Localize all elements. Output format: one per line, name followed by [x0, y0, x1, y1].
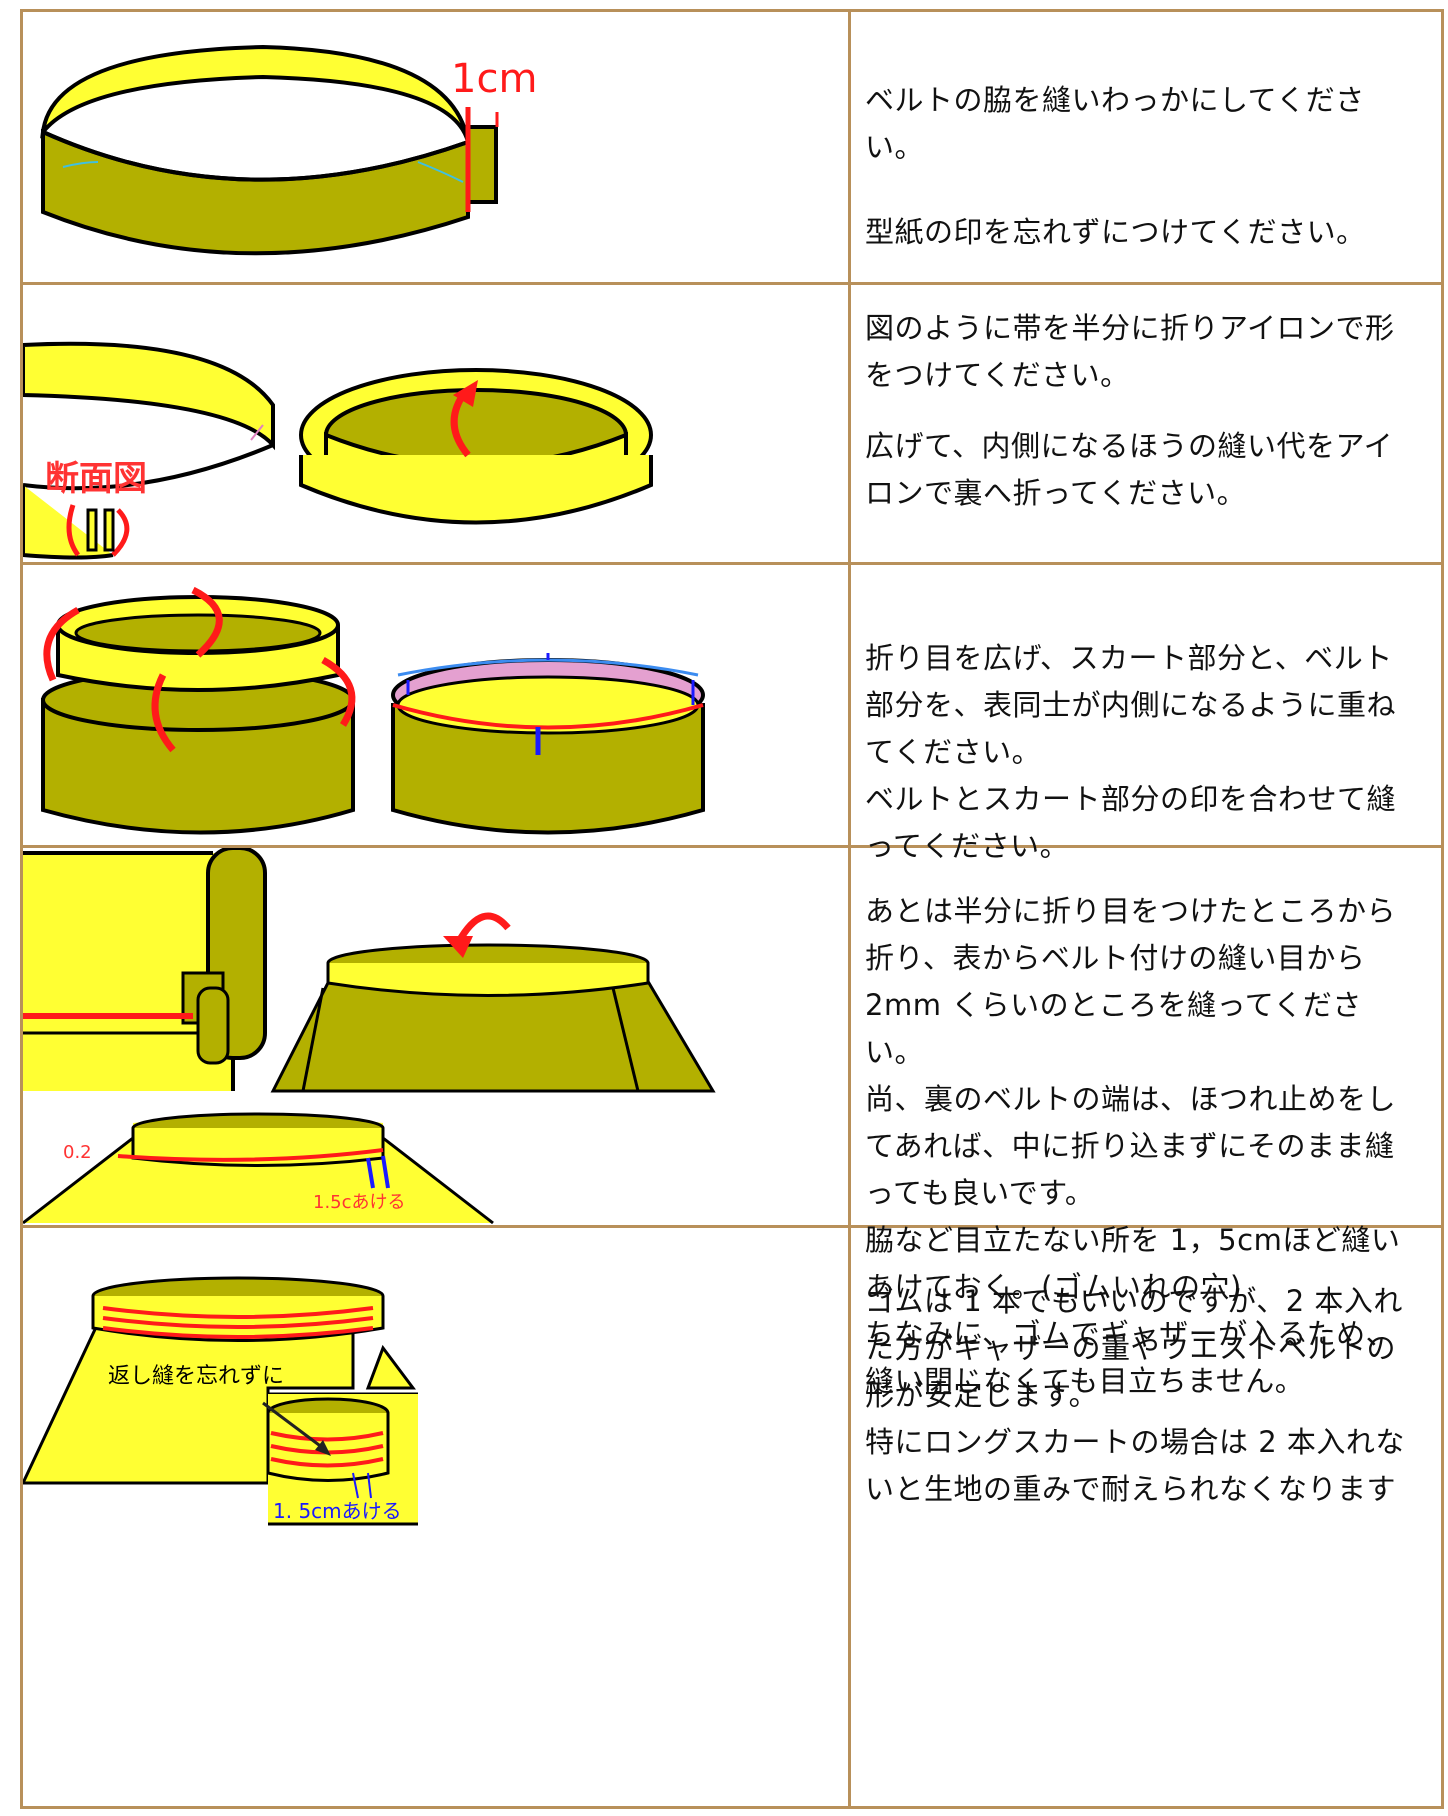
step-3-paragraph-2: ベルトとスカート部分の印を合わせて縫ってください。: [865, 782, 1397, 863]
label-1cm: 1cm: [451, 56, 537, 102]
step-5-paragraph-2: 特にロングスカートの場合は 2 本入れないと生地の重みで耐えられなくなります: [865, 1425, 1405, 1506]
step-2-paragraph-1: 図のように帯を半分に折りアイロンで形をつけてください。: [865, 311, 1395, 392]
step-2-paragraph-2: 広げて、内側になるほうの縫い代をアイロンで裏へ折ってください。: [865, 429, 1394, 510]
step-5-text: ゴムは 1 本でもいいのですが、2 本入れた方がギャザーの量やウエストベルトの形…: [851, 1228, 1441, 1806]
step-3-text: 折り目を広げ、スカート部分と、ベルト部分を、表同士が内側になるように重ねてくださ…: [851, 565, 1441, 863]
label-backstitch: 返し縫を忘れずに: [108, 1364, 284, 1389]
step-4-paragraph-4: ちなみに、ゴムでギャザーが入るため、縫い閉じなくても目立ちません。: [865, 1317, 1396, 1398]
step-3-paragraph-1: 折り目を広げ、スカート部分と、ベルト部分を、表同士が内側になるように重ねてくださ…: [865, 641, 1397, 769]
illustration-fold-band: 断面図: [23, 285, 851, 565]
step-4-paragraph-2: 尚、裏のベルトの端は、ほつれ止めをしてあれば、中に折り込まずにそのまま縫っても良…: [865, 1082, 1397, 1210]
step-4-paragraph-1: あとは半分に折り目をつけたところから折り、表からベルト付けの縫い目から 2mm …: [865, 894, 1397, 1069]
step-1-text: ベルトの脇を縫いわっかにしてください。 型紙の印を忘れずにつけてください。: [851, 12, 1441, 285]
step-1-paragraph-2: 型紙の印を忘れずにつけてください。: [865, 215, 1366, 249]
label-1-5c-open: 1.5cあける: [313, 1192, 406, 1213]
step-5-paragraph-1: ゴムは 1 本でもいいのですが、2 本入れた方がギャザーの量やウエストベルトの形…: [865, 1284, 1403, 1412]
illustration-elastic: 返し縫を忘れずに 1. 5cmあける: [23, 1228, 851, 1806]
step-4-text: あとは半分に折り目をつけたところから折り、表からベルト付けの縫い目から 2mm …: [851, 848, 1441, 1398]
step-2-text: 図のように帯を半分に折りアイロンで形をつけてください。 広げて、内側になるほうの…: [851, 285, 1441, 565]
illustration-join-belt-skirt: [23, 565, 851, 848]
label-cross-section: 断面図: [45, 459, 147, 499]
label-1-5cm-open: 1. 5cmあける: [273, 1499, 402, 1523]
step-4-paragraph-3: 脇など目立たない所を 1，5cmほど縫いあけておく。(ゴムいれの穴): [865, 1223, 1401, 1304]
illustration-belt-loop: 1cm: [23, 12, 851, 285]
label-0-2: 0.2: [63, 1142, 92, 1163]
step-1-paragraph-1: ベルトの脇を縫いわっかにしてください。: [865, 83, 1365, 164]
instruction-table: 1cm ベルトの脇を縫いわっかにしてください。 型紙の印を忘れずにつけてください…: [20, 9, 1444, 1809]
illustration-topstitch: 0.2 1.5cあける: [23, 848, 851, 1228]
